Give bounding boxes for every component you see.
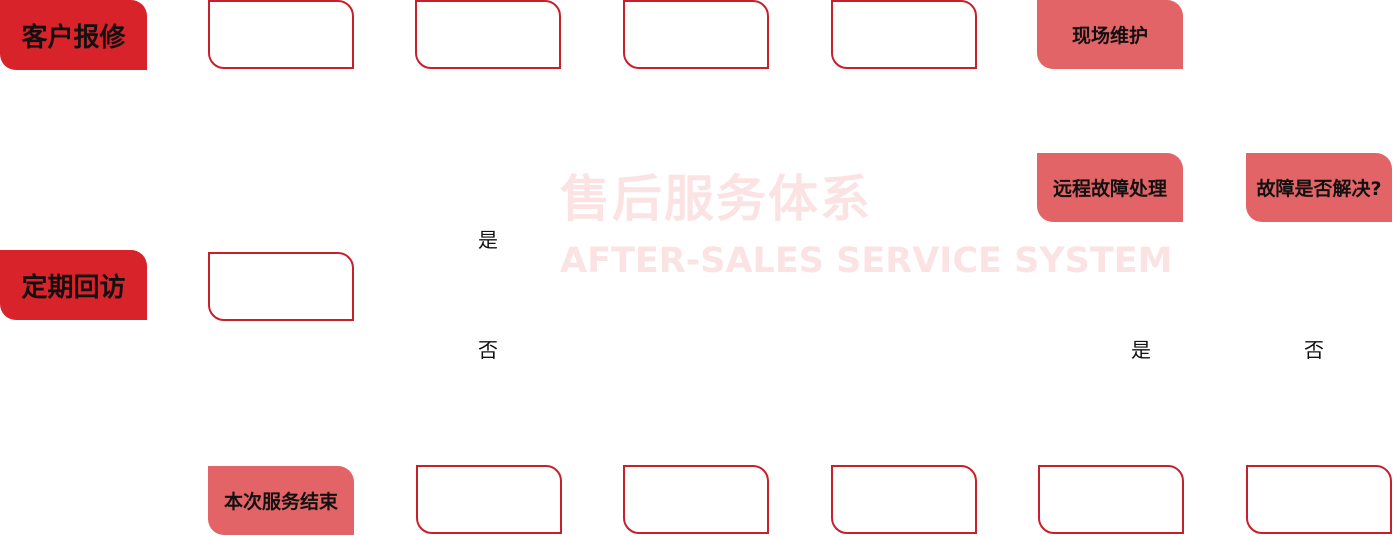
watermark-title: 售后服务体系 <box>560 170 872 228</box>
watermark: 售后服务体系 AFTER-SALES SERVICE SYSTEM <box>560 168 1172 284</box>
flow-step-empty <box>831 0 977 69</box>
label-yes: 是 <box>1131 338 1151 362</box>
flow-step-empty <box>1038 465 1184 534</box>
flow-step-empty <box>623 0 769 69</box>
flow-step-empty <box>208 252 354 321</box>
flow-step-empty <box>1246 465 1392 534</box>
step-remote-fault-handling: 远程故障处理 <box>1037 153 1183 222</box>
step-fault-resolved-question: 故障是否解决? <box>1246 153 1392 222</box>
label-yes: 是 <box>478 228 498 252</box>
flow-step-empty <box>623 465 769 534</box>
label-no: 否 <box>478 338 498 362</box>
label-no: 否 <box>1304 338 1324 362</box>
lane-regular-visit: 定期回访 <box>0 250 147 320</box>
lane-customer-report: 客户报修 <box>0 0 147 70</box>
flow-step-empty <box>416 465 562 534</box>
step-onsite-maintenance: 现场维护 <box>1037 0 1183 69</box>
step-service-end: 本次服务结束 <box>208 466 354 535</box>
watermark-subtitle: AFTER-SALES SERVICE SYSTEM <box>560 241 1173 281</box>
flow-step-empty <box>831 465 977 534</box>
flow-step-empty <box>208 0 354 69</box>
flow-step-empty <box>415 0 561 69</box>
